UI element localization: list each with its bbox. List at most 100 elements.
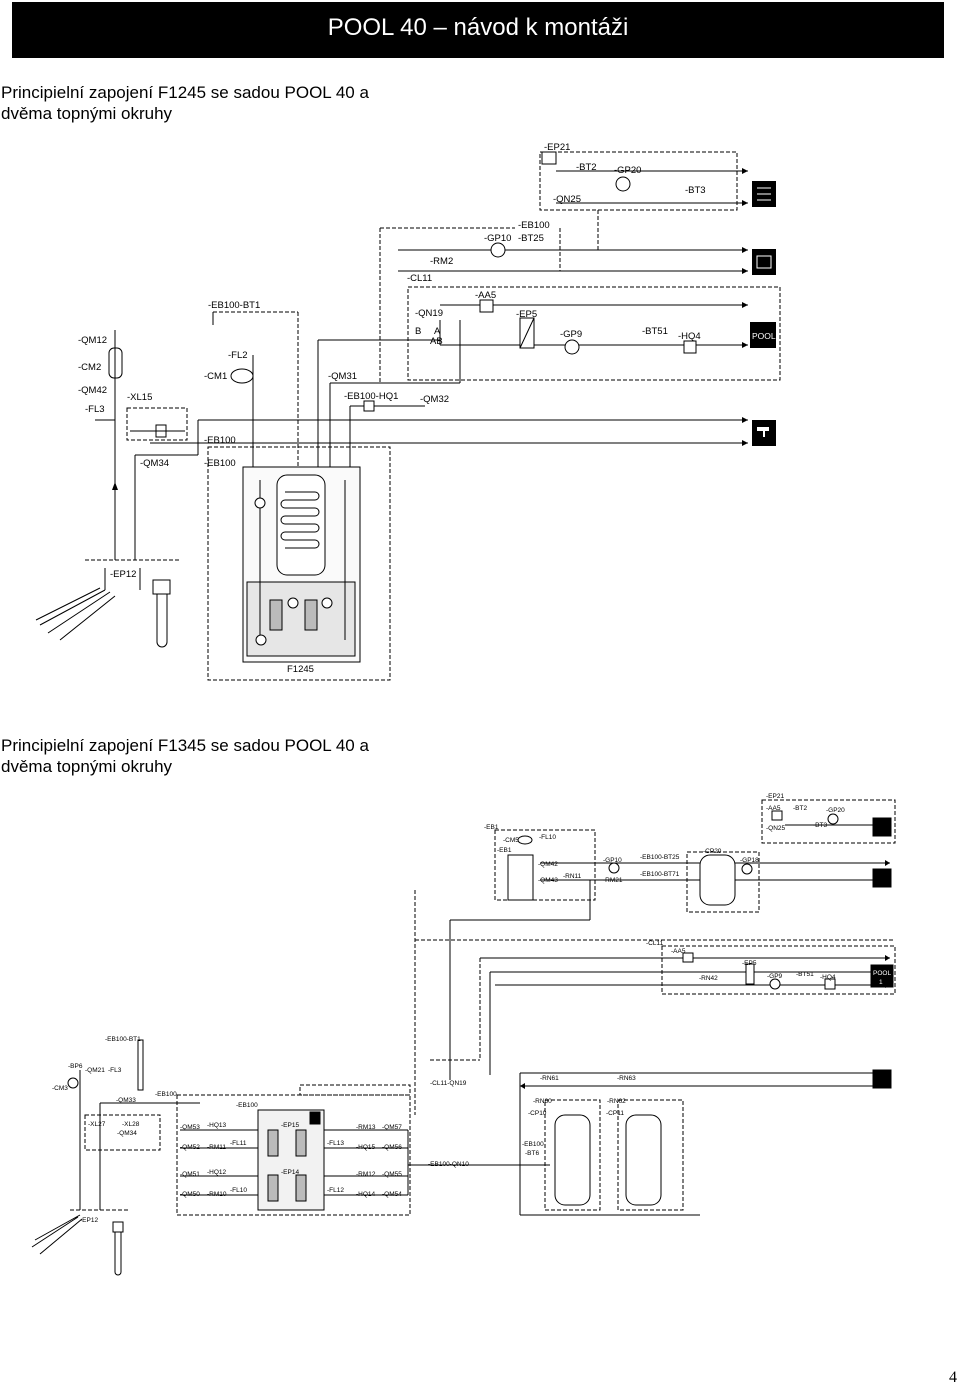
header-bar: POOL 40 – návod k montáži xyxy=(12,2,944,58)
lbl2-ep21: -EP21 xyxy=(766,793,784,800)
lbl-gp10: -GP10 xyxy=(484,233,511,244)
eb1-heater xyxy=(507,854,534,901)
pool-icon-2 xyxy=(870,964,894,988)
lbl-fl3: -FL3 xyxy=(85,404,105,415)
lbl2-cm5: -CM5 xyxy=(503,837,519,844)
lbl2-qm43: -QM43 xyxy=(538,877,558,884)
lbl2-pool: POOL xyxy=(873,970,891,977)
lbl2-rn62: -RN62 xyxy=(607,1098,626,1105)
lbl2-ep12: -EP12 xyxy=(80,1217,98,1224)
lbl2-fl3: -FL3 xyxy=(108,1067,122,1074)
lbl-qm31: -QM31 xyxy=(328,371,357,382)
lbl-bt51: -BT51 xyxy=(642,326,668,337)
lbl2-hq15: -HQ15 xyxy=(356,1144,376,1151)
section1-title-line1: Principielní zapojení F1245 se sadou POO… xyxy=(1,83,369,102)
lbl2-rm21: -RM21 xyxy=(603,877,623,884)
lbl-cm1: -CM1 xyxy=(204,371,227,382)
lbl2-bt6: -BT6 xyxy=(525,1150,539,1157)
lbl-bt25: -BT25 xyxy=(518,233,544,244)
lbl2-ep5: -EP5 xyxy=(742,960,757,967)
lbl2-xl27: -XL27 xyxy=(88,1121,106,1128)
lbl2-cl11-qn19: -CL11-QN19 xyxy=(430,1080,467,1087)
diagram-f1245: POOL -EP21 -BT2 -GP20 -BT3 -QN25 -EB100 … xyxy=(35,142,781,681)
lbl2-eb1b: -EB1 xyxy=(497,847,512,854)
lbl2-hq4: -HQ4 xyxy=(820,974,836,981)
lbl-qm32: -QM32 xyxy=(420,394,449,405)
lbl2-cm3: -CM3 xyxy=(52,1085,68,1092)
xl15-box xyxy=(126,407,188,441)
section2-title: Principielní zapojení F1345 se sadou POO… xyxy=(1,735,369,777)
lbl-eb100-b: -EB100 xyxy=(204,458,236,469)
gp20-pump xyxy=(615,176,631,192)
lbl-qm12: -QM12 xyxy=(78,335,107,346)
cl11-box-2 xyxy=(661,945,896,995)
lbl2-eb100b: -EB100 xyxy=(236,1102,258,1109)
lbl-a: A xyxy=(434,326,441,337)
exchanger-1 xyxy=(269,599,283,631)
radiator-icon-4 xyxy=(872,868,892,888)
lbl2-qm57: -QM57 xyxy=(382,1124,402,1131)
radiator-icon-1 xyxy=(752,181,776,207)
lbl2-qm21: -QM21 xyxy=(85,1067,105,1074)
lbl2-eb100-bt71: -EB100-BT71 xyxy=(640,871,680,878)
gp9-pump xyxy=(564,339,580,355)
lbl-rm2: -RM2 xyxy=(430,256,453,267)
hq1-box xyxy=(363,400,375,412)
lbl2-rm12: -RM12 xyxy=(356,1171,376,1178)
lbl2-qm51: -QM51 xyxy=(180,1171,200,1178)
lbl2-cp11: -CP11 xyxy=(606,1110,624,1117)
cp11-box xyxy=(617,1099,684,1211)
radiator-icon-3 xyxy=(872,817,892,837)
lbl2-eb100: -EB100 xyxy=(155,1091,177,1098)
lbl2-fl10: -FL10 xyxy=(539,834,556,841)
ep12-probe xyxy=(156,594,168,648)
lbl2-hq14: -HQ14 xyxy=(356,1191,376,1198)
lbl-gp20: -GP20 xyxy=(614,165,641,176)
lbl2-aa5b: -AA5 xyxy=(671,948,686,955)
cm1-vessel xyxy=(230,368,254,384)
section2-title-line1: Principielní zapojení F1345 se sadou POO… xyxy=(1,736,369,755)
lbl-qn25: -QN25 xyxy=(553,194,581,205)
lbl2-rn61: -RN61 xyxy=(540,1075,559,1082)
lbl-aa5: -AA5 xyxy=(475,290,496,301)
ep12-box xyxy=(152,579,171,595)
lbl2-eb100-qn10: -EB100-QN10 xyxy=(428,1161,469,1168)
eb1-box xyxy=(494,829,596,901)
pool-icon: POOL xyxy=(750,322,776,348)
lbl2-eb100-bt6: -EB100 xyxy=(522,1141,544,1148)
ep12-collector xyxy=(35,587,116,641)
lbl2-eb100-bt1: -EB100-BT1 xyxy=(105,1036,141,1043)
lbl2-gp9: -GP9 xyxy=(767,973,783,980)
lbl2-rm11: -RM11 xyxy=(207,1144,226,1151)
lbl-bt2: -BT2 xyxy=(576,162,597,173)
lbl-xl15: -XL15 xyxy=(127,392,152,403)
lbl2-gp20: -GP20 xyxy=(826,807,845,814)
section1-title: Principielní zapojení F1245 se sadou POO… xyxy=(1,82,369,124)
header-title: POOL 40 – návod k montáži xyxy=(327,14,629,41)
lbl-hq4: -HQ4 xyxy=(678,331,701,342)
lbl-qm34: -QM34 xyxy=(140,458,169,469)
lbl2-ep14: -EP14 xyxy=(281,1169,299,1176)
lbl2-bt2: -BT2 xyxy=(793,805,807,812)
radiator-icon-2 xyxy=(752,249,776,275)
lbl-qn19: -QN19 xyxy=(415,308,443,319)
ep21-box xyxy=(539,151,738,211)
lbl2-qm55: -QM55 xyxy=(382,1171,402,1178)
lbl-ep12: -EP12 xyxy=(110,569,136,580)
section2-title-line2: dvěma topnými okruhy xyxy=(1,757,173,776)
tank-coil xyxy=(280,491,320,549)
ep21-box-2 xyxy=(761,799,896,844)
lbl2-bp6: -BP6 xyxy=(68,1063,83,1070)
cp20-tank xyxy=(699,854,736,906)
lbl-eb100-hq1: -EB100-HQ1 xyxy=(344,391,398,402)
lbl-ep21: -EP21 xyxy=(544,142,570,153)
lbl2-xl28: -XL28 xyxy=(122,1121,140,1128)
lbl2-hq12: -HQ12 xyxy=(207,1169,227,1176)
lbl2-rn63: -RN63 xyxy=(617,1075,636,1082)
lbl2-qm53: -QM53 xyxy=(180,1124,200,1131)
lbl2-rn42: -RN42 xyxy=(699,975,718,982)
hq4-box xyxy=(683,340,697,354)
lbl2-qm42: -QM42 xyxy=(538,861,558,868)
lbl2-rn11: -RN11 xyxy=(563,873,582,880)
cl11-box xyxy=(407,286,781,381)
